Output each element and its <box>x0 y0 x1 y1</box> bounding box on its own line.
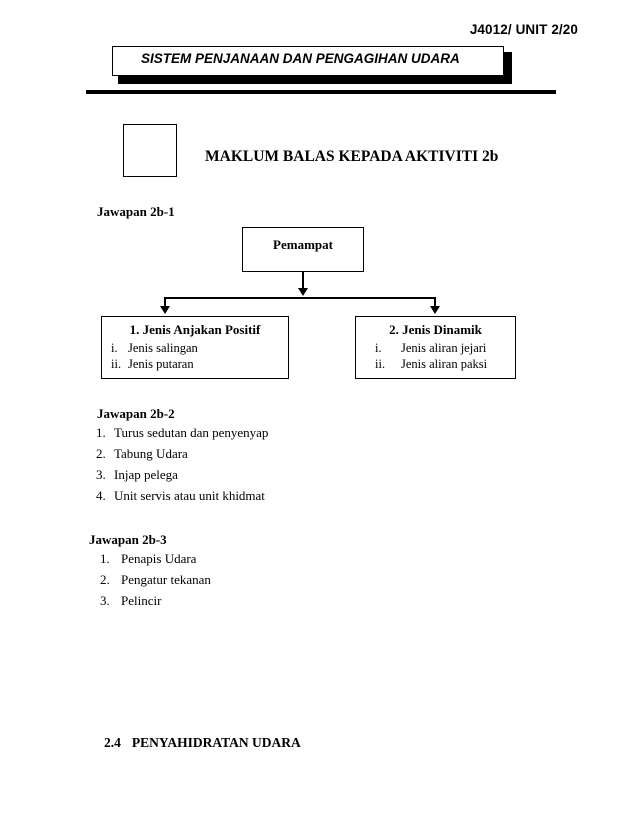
list-item-marker: 1. <box>100 551 110 566</box>
flowchart-arrow-left-icon <box>160 306 170 314</box>
flowchart-connector-left <box>164 297 166 309</box>
header-banner-title: SISTEM PENJANAAN DAN PENGAGIHAN UDARA <box>141 51 460 66</box>
flowchart-branch-heading: 2. Jenis Dinamik <box>389 322 482 337</box>
list-item: 2. Pengatur tekanan <box>100 569 211 590</box>
list-item-marker: 3. <box>96 467 106 482</box>
header-banner: SISTEM PENJANAAN DAN PENGAGIHAN UDARA <box>112 46 512 84</box>
title-placeholder-box <box>123 124 177 177</box>
footer-section-heading: 2.4 PENYAHIDRATAN UDARA <box>104 735 301 751</box>
header-banner-plate <box>112 46 504 76</box>
flowchart-connector-stem <box>302 272 304 293</box>
page-title: MAKLUM BALAS KEPADA AKTIVITI 2b <box>205 148 499 165</box>
list-item: ii. Jenis aliran paksi <box>375 356 515 372</box>
flowchart-arrow-stem-icon <box>298 288 308 296</box>
list-item: 1. Turus sedutan dan penyenyap <box>96 422 268 443</box>
list-item: ii. Jenis putaran <box>111 356 288 372</box>
section-label-answer-2b-1: Jawapan 2b-1 <box>97 204 175 219</box>
list-item-marker: 1. <box>96 425 106 440</box>
list-item: 3. Injap pelega <box>96 464 268 485</box>
list-item: 1. Penapis Udara <box>100 548 211 569</box>
list-item-text: Jenis putaran <box>128 357 194 371</box>
list-item-marker: 3. <box>100 593 110 608</box>
flowchart-branch-box-1: 1. Jenis Anjakan Positif i. Jenis saling… <box>101 316 289 379</box>
section-label-answer-2b-3: Jawapan 2b-3 <box>89 532 167 547</box>
flowchart-connector-bus <box>164 297 436 299</box>
flowchart-branch-list: i. Jenis aliran jejari ii. Jenis aliran … <box>356 340 515 372</box>
list-item-marker: 2. <box>100 572 110 587</box>
list-item-text: Unit servis atau unit khidmat <box>114 488 265 503</box>
list-item-text: Penapis Udara <box>121 551 197 566</box>
flowchart-arrow-right-icon <box>430 306 440 314</box>
section-label-answer-2b-2: Jawapan 2b-2 <box>97 406 175 421</box>
list-item-marker: 2. <box>96 446 106 461</box>
header-divider-rule <box>86 90 556 94</box>
footer-section-number: 2.4 <box>104 735 121 750</box>
page-number: J4012/ UNIT 2/20 <box>469 22 578 37</box>
list-item: 2. Tabung Udara <box>96 443 268 464</box>
flowchart-branch-box-2: 2. Jenis Dinamik i. Jenis aliran jejari … <box>355 316 516 379</box>
list-item-marker: ii. <box>111 357 122 371</box>
footer-section-title: PENYAHIDRATAN UDARA <box>131 735 301 750</box>
list-item-text: Jenis salingan <box>128 341 198 355</box>
flowchart-branch-list: i. Jenis salingan ii. Jenis putaran <box>102 340 288 372</box>
list-item-marker: 4. <box>96 488 106 503</box>
list-item-text: Injap pelega <box>114 467 178 482</box>
list-item-text: Tabung Udara <box>114 446 188 461</box>
answer-list-2b-3: 1. Penapis Udara 2. Pengatur tekanan 3. … <box>100 548 211 611</box>
list-item: 4. Unit servis atau unit khidmat <box>96 485 268 506</box>
list-item-text: Pelincir <box>121 593 162 608</box>
list-item-marker: i. <box>375 341 382 355</box>
list-item-text: Jenis aliran jejari <box>401 341 487 355</box>
flowchart-root-box: Pemampat <box>242 227 364 272</box>
answer-list-2b-2: 1. Turus sedutan dan penyenyap 2. Tabung… <box>96 422 268 506</box>
list-item: i. Jenis aliran jejari <box>375 340 515 356</box>
flowchart-connector-right <box>434 297 436 309</box>
list-item: i. Jenis salingan <box>111 340 288 356</box>
list-item-text: Jenis aliran paksi <box>401 357 488 371</box>
list-item-marker: i. <box>111 341 118 355</box>
list-item: 3. Pelincir <box>100 590 211 611</box>
list-item-marker: ii. <box>375 357 386 371</box>
flowchart-root-label: Pemampat <box>273 237 333 252</box>
list-item-text: Turus sedutan dan penyenyap <box>114 425 269 440</box>
flowchart-branch-heading: 1. Jenis Anjakan Positif <box>129 322 261 337</box>
list-item-text: Pengatur tekanan <box>121 572 211 587</box>
